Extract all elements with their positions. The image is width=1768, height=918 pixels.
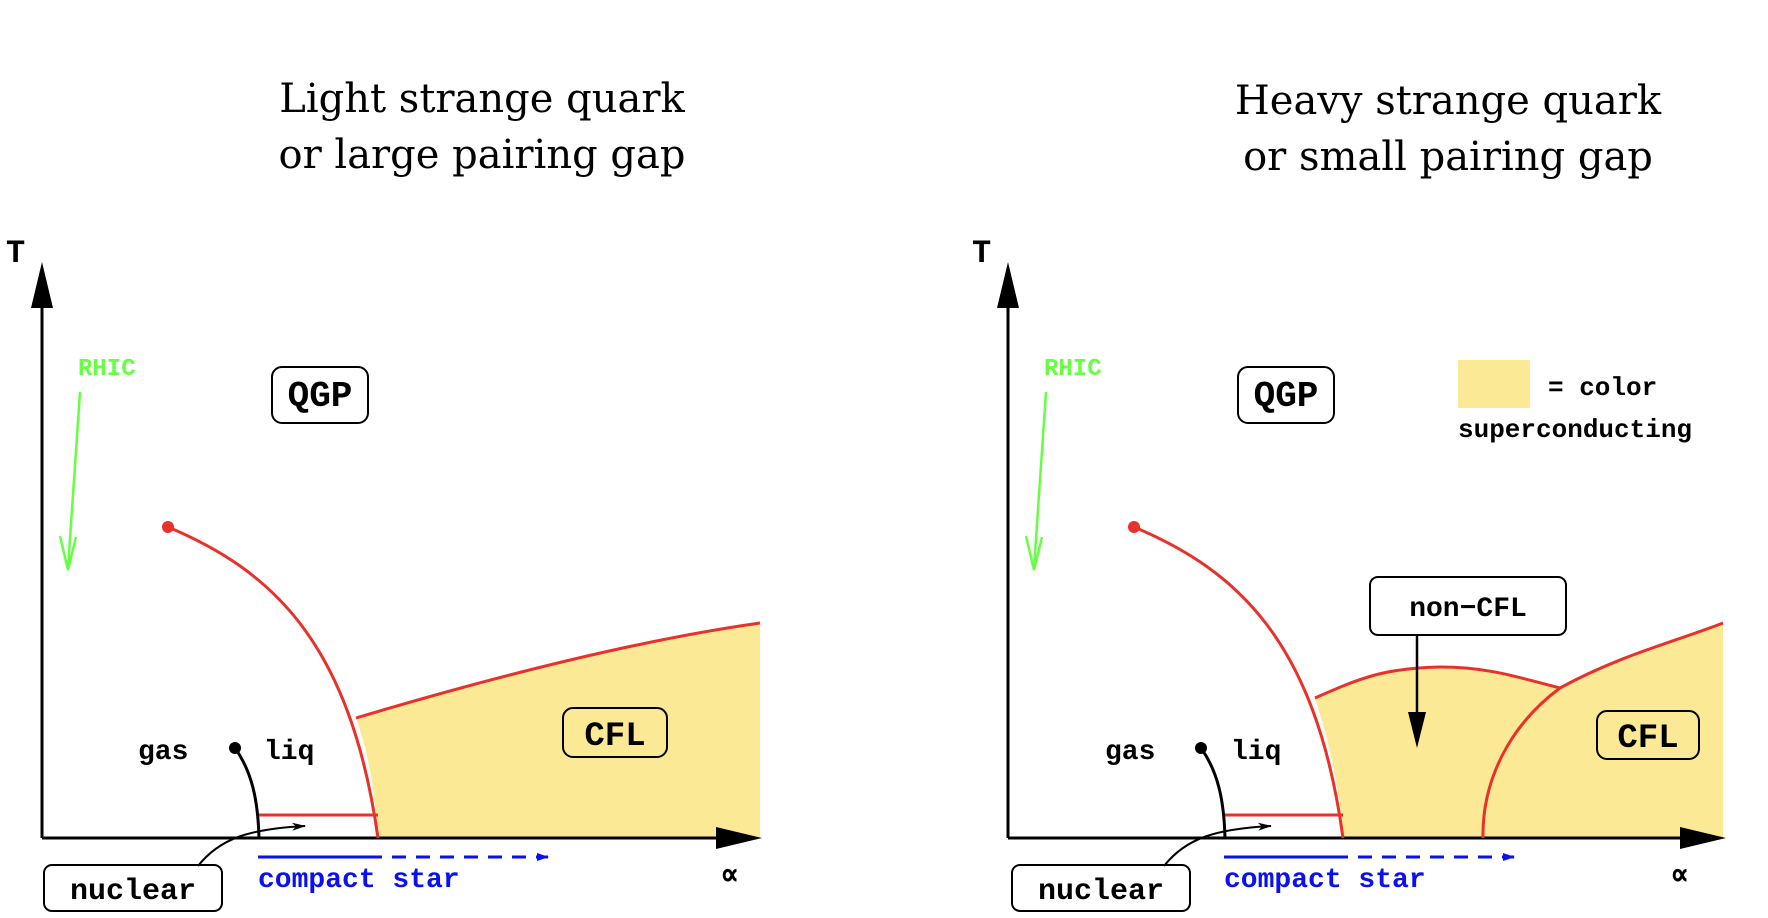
liquid-gas-critical-point	[229, 742, 241, 754]
legend-swatch	[1458, 360, 1530, 408]
cfl-region	[356, 623, 760, 838]
rhic-label: RHIC	[78, 356, 136, 383]
chemical-potential-axis-arrowhead	[1680, 827, 1726, 849]
non-cfl-pointer-arrowhead	[1408, 712, 1426, 748]
temperature-axis-label: T	[972, 235, 991, 272]
non-cfl-boundary-line	[1314, 665, 1561, 700]
chemical-potential-axis-arrowhead	[716, 827, 762, 849]
gas-label: gas	[138, 737, 188, 768]
rhic-arrow	[1032, 391, 1048, 569]
panel-title-line1: Heavy strange quark	[1235, 78, 1662, 124]
non-cfl-region	[1315, 667, 1560, 838]
chiral-transition-line	[167, 525, 380, 839]
nuclear-pointer-arrow	[197, 822, 306, 867]
cfl-label: CFL	[1617, 720, 1678, 758]
panel-title-line1: Light strange quark	[279, 76, 685, 122]
cfl-boundary-line	[1481, 621, 1724, 839]
panel-title-line2: or small pairing gap	[1243, 134, 1653, 180]
cfl-box: CFL	[1596, 710, 1700, 760]
rhic-arrow	[66, 391, 82, 569]
rhic-arrowhead	[58, 535, 78, 571]
qgp-box: QGP	[1237, 366, 1335, 424]
legend: = color superconducting	[1458, 360, 1692, 445]
gas-label: gas	[1105, 737, 1155, 768]
rhic-arrowhead	[1024, 535, 1044, 571]
temperature-axis-label: T	[6, 235, 25, 272]
qgp-box: QGP	[271, 366, 369, 424]
liq-label: liq	[1231, 737, 1281, 768]
nuclear-box: nuclear	[43, 864, 223, 912]
critical-point	[162, 521, 174, 533]
non-cfl-label: non−CFL	[1409, 594, 1527, 625]
chemical-potential-axis-label: ∝	[1670, 858, 1689, 895]
liq-label: liq	[264, 737, 314, 768]
nuclear-label: nuclear	[1038, 875, 1164, 909]
panel-left: Light strange quark or large pairing gap…	[6, 76, 762, 912]
cfl-box: CFL	[562, 707, 668, 758]
liquid-gas-line	[1199, 747, 1227, 839]
legend-line1: = color	[1548, 373, 1657, 403]
liquid-gas-line	[233, 747, 261, 839]
temperature-axis-arrowhead	[31, 262, 53, 308]
qgp-label: QGP	[1254, 376, 1319, 417]
liquid-gas-critical-point	[1195, 742, 1207, 754]
legend-line2: superconducting	[1458, 415, 1692, 445]
nuclear-box: nuclear	[1011, 864, 1191, 912]
rhic-label: RHIC	[1044, 356, 1102, 383]
qgp-label: QGP	[288, 376, 353, 417]
nuclear-label: nuclear	[70, 875, 196, 909]
compact-star-label: compact star	[1224, 865, 1426, 896]
chiral-transition-line	[1133, 525, 1345, 839]
panel-title-line2: or large pairing gap	[279, 132, 686, 178]
critical-point	[1128, 521, 1140, 533]
panel-right: Heavy strange quark or small pairing gap…	[972, 78, 1726, 912]
nuclear-pointer-arrow	[1163, 822, 1272, 867]
chemical-potential-axis-label: ∝	[720, 858, 739, 895]
non-cfl-box: non−CFL	[1369, 576, 1567, 636]
temperature-axis-arrowhead	[997, 262, 1019, 308]
compact-star-label: compact star	[258, 865, 460, 896]
cfl-label: CFL	[584, 718, 645, 756]
cfl-boundary-line	[355, 621, 761, 720]
